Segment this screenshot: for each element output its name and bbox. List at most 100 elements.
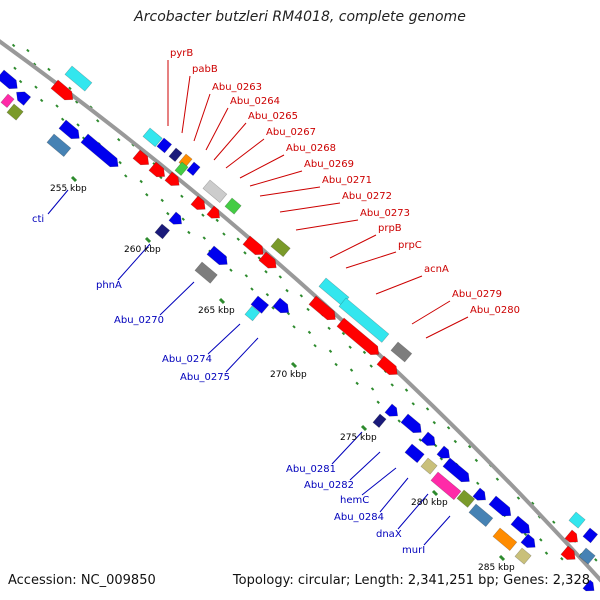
gene-feature[interactable] [46,133,72,157]
gene-feature[interactable] [0,69,21,93]
grid-dot [594,558,598,562]
gene-feature[interactable] [6,103,24,121]
gene-feature[interactable] [442,457,473,486]
grid-dot [187,230,191,235]
gene-feature[interactable] [468,503,494,527]
gene-feature[interactable] [372,413,387,428]
genome-summary-text: Topology: circular; Length: 2,341,251 bp… [232,573,590,588]
gene-feature[interactable] [510,515,533,537]
gene-feature[interactable] [164,171,183,189]
forward-gene-label: Abu_0271 [322,175,372,186]
forward-gene-label: prpC [398,240,422,251]
gene-feature[interactable] [194,261,218,284]
label-leader-lines [47,60,469,546]
gene-arrow [168,211,182,225]
gene-feature[interactable] [64,65,93,92]
gene-feature[interactable] [148,161,168,181]
gene-feature[interactable] [430,471,462,501]
tick-mark [70,175,78,183]
gene-feature[interactable] [456,489,476,508]
grid-dot [181,217,185,221]
forward-gene-label: Abu_0264 [230,96,280,107]
forward-gene-label: acnA [424,264,449,275]
tick-label: 275 kbp [340,433,377,443]
gene-feature[interactable] [174,161,189,176]
gene-feature[interactable] [58,119,83,143]
gene-feature[interactable] [154,223,171,240]
gene-feature[interactable] [80,133,122,171]
reverse-leader-line [423,515,451,546]
gene-feature[interactable] [272,297,292,317]
gene-feature[interactable] [250,295,270,314]
gene-feature[interactable] [270,237,291,258]
grid-dot [26,48,30,53]
gene-feature[interactable] [206,245,231,269]
gene-feature[interactable] [390,341,413,363]
reverse-gene-label: Abu_0281 [286,464,336,475]
grid-dot [55,104,59,108]
gene-feature[interactable] [186,161,201,176]
gene-arrow [384,403,398,417]
gene-feature[interactable] [190,195,209,213]
reverse-gene-label: phnA [96,280,122,291]
grid-dot [355,381,359,386]
grid-dot [202,236,206,240]
backbone-layer [0,39,600,583]
gene-feature[interactable] [50,79,76,104]
gene-feature[interactable] [168,147,183,162]
grid-dot [467,444,472,449]
gene-feature[interactable] [492,527,518,551]
gene-feature[interactable] [404,443,425,464]
reverse-gene-label: hemC [340,495,369,506]
gene-feature[interactable] [436,445,453,462]
gene-feature[interactable] [336,317,382,359]
grid-dot [560,557,564,561]
gene-feature[interactable] [206,205,223,222]
gene-arrow [560,545,576,560]
gene-feature[interactable] [384,403,401,420]
gene-feature[interactable] [224,197,242,215]
gene-arrow [338,297,390,343]
forward-gene-label: Abu_0272 [342,191,392,202]
gene-arrow [0,69,18,90]
gene-feature[interactable] [202,179,228,203]
grid-dot [18,79,23,84]
gene-feature[interactable] [132,149,152,169]
grid-dot [222,232,226,236]
map-title: Arcobacter butzleri RM4018, complete gen… [134,9,466,25]
gene-arrow [0,93,15,108]
gene-feature[interactable] [560,545,579,563]
gene-feature[interactable] [13,88,32,106]
gene-feature[interactable] [244,305,261,322]
gene-feature[interactable] [258,251,280,272]
gene-arrow [142,127,163,148]
gene-feature[interactable] [168,211,185,228]
gene-feature[interactable] [582,579,598,595]
gene-arrow [404,443,425,464]
gene-feature[interactable] [308,295,339,324]
gene-feature[interactable] [156,137,173,154]
gene-feature[interactable] [0,93,15,108]
tick-mark [144,236,152,244]
gene-feature[interactable] [376,355,401,379]
gene-feature[interactable] [338,297,390,343]
gene-feature[interactable] [568,511,586,529]
gene-feature[interactable] [514,547,532,565]
gene-feature[interactable] [488,495,514,520]
gene-feature[interactable] [582,527,599,544]
gene-feature[interactable] [142,127,163,148]
reverse-leader-line [331,431,363,465]
gene-feature[interactable] [578,547,596,565]
gene-feature[interactable] [242,235,267,259]
gene-feature[interactable] [420,457,438,475]
gene-feature[interactable] [472,487,489,504]
gene-feature[interactable] [520,533,539,551]
grid-dot [341,331,346,336]
reverse-gene-label: cti [32,214,44,225]
gene-feature[interactable] [564,529,581,546]
gene-feature[interactable] [400,413,425,437]
forward-leader-line [279,202,341,213]
reverse-leader-line [117,243,151,281]
gene-feature[interactable] [420,431,439,449]
